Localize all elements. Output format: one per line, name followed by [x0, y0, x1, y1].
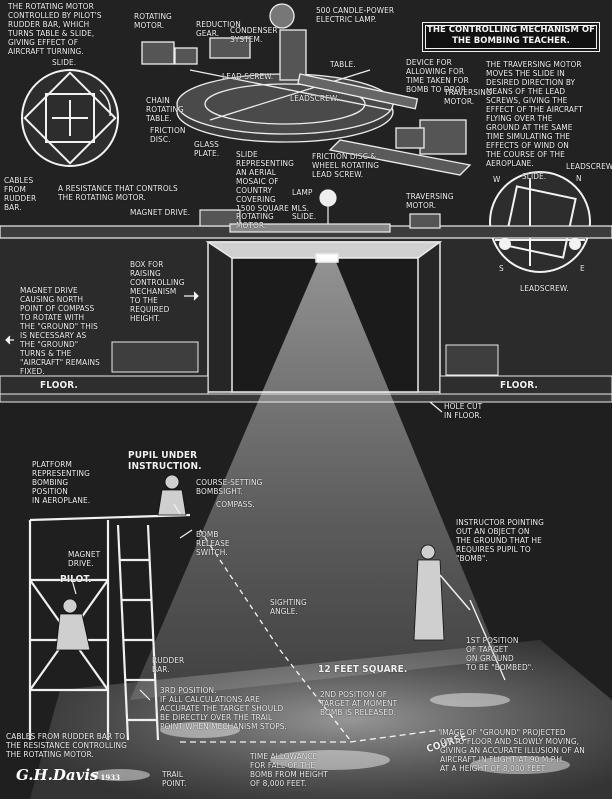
compass-letter-e: E [580, 263, 585, 273]
ground-texture [90, 693, 570, 781]
label-candle-lamp: 500 candle-power electric lamp. [316, 5, 395, 24]
label-bomb-release: Bomb release switch. [196, 529, 230, 557]
label-rudder-bar: Rudder bar. [152, 655, 185, 674]
label-device-time: Device for allowing for time taken for b… [406, 57, 469, 94]
label-hole-cut: Hole cut in floor. [444, 401, 483, 420]
projected-ground [30, 640, 612, 799]
label-traversing-motor-top: Traversing motor. [444, 87, 492, 106]
label-magnet-drive-causing: Magnet drive causing north point of comp… [20, 285, 100, 376]
label-friction-disc: Friction disc. [150, 125, 186, 144]
label-traversing-text: The traversing motor moves the slide in … [486, 59, 583, 168]
trajectory-lines [180, 529, 506, 743]
label-glass-plate: Glass plate. [194, 139, 220, 158]
pointer-arrows [5, 291, 443, 701]
label-traversing-motor-mid: Traversing motor. [406, 191, 454, 210]
label-chain-rotating-table: Chain rotating table. [146, 95, 184, 123]
label-first-position: 1st position of target on ground to be "… [466, 635, 534, 672]
label-platform: Platform representing bombing position i… [32, 459, 91, 505]
label-slide-representing: Slide representing an aerial mosaic of c… [236, 149, 310, 213]
label-condenser-system: Condenser system. [230, 25, 278, 44]
label-slide-mid: Slide. [292, 211, 317, 221]
label-leadscrew-bottom: Leadscrew. [520, 283, 569, 293]
label-lamp: Lamp [292, 187, 313, 197]
label-image-ground: Image of "ground" projected on to floor … [440, 727, 585, 773]
label-magnet-drive: Magnet drive. [130, 207, 191, 217]
label-twelve-feet: 12 feet square. [318, 664, 408, 675]
label-table: Table. [330, 59, 356, 69]
label-rotating-motor-top: Rotating motor. [134, 11, 172, 30]
label-slide-right: Slide. [522, 171, 547, 181]
diagram-title: The controlling mechanism of the bombing… [422, 22, 600, 52]
turntable-mechanism [141, 3, 472, 176]
label-rotating-motor-pilot: The rotating motor controlled by pilot's… [8, 1, 102, 56]
label-leadscrew-1: Lead screw. [222, 71, 274, 81]
label-trail-point: Trail point. [162, 769, 187, 788]
label-cables-resistance: Cables from rudder bar to the resistance… [6, 731, 127, 759]
bench-mechanism [0, 189, 612, 239]
label-sighting-angle: Sighting angle. [270, 597, 307, 616]
label-third-position: 3rd position. If all calculations are ac… [160, 685, 287, 731]
label-box-raising: Box for raising controlling mechanism to… [130, 259, 185, 323]
label-pupil: Pupil under instruction. [128, 450, 202, 472]
label-compass: Compass. [216, 499, 255, 509]
label-floor-left: Floor. [40, 380, 78, 391]
label-course-setting: Course-setting bombsight. [196, 477, 263, 496]
label-leadscrew-2: Leadscrew. [290, 93, 339, 103]
slide-rotation-diagram [21, 69, 119, 167]
label-magnet-drive-lower: Magnet drive. [68, 549, 101, 568]
label-floor-right: Floor. [500, 380, 538, 391]
label-resistance: A resistance that controls the rotating … [58, 183, 178, 202]
traversing-slide-diagram [489, 171, 591, 273]
label-second-position: 2nd position of target at moment bomb is… [320, 689, 398, 717]
label-friction-wheel: Friction disc & wheel rotating lead scre… [312, 151, 380, 179]
label-reduction-gear: Reduction gear. [196, 19, 241, 38]
light-beam [130, 262, 500, 700]
label-leadscrew-right: Leadscrew. [566, 161, 612, 171]
compass-letter-w: W [493, 174, 501, 184]
figures [55, 474, 471, 651]
label-cables-rudder: Cables from rudder bar. [4, 175, 37, 212]
label-slide-left: Slide. [52, 57, 77, 67]
label-instructor: Instructor pointing out an object on the… [456, 517, 544, 563]
label-time-allowance: Time allowance for fall of the bomb from… [250, 751, 329, 788]
label-pilot: Pilot. [60, 574, 92, 585]
compass-letter-s: S [499, 263, 504, 273]
label-rotating-motor-mid: Rotating motor. [236, 211, 274, 230]
compass-letter-n: N [576, 173, 582, 183]
